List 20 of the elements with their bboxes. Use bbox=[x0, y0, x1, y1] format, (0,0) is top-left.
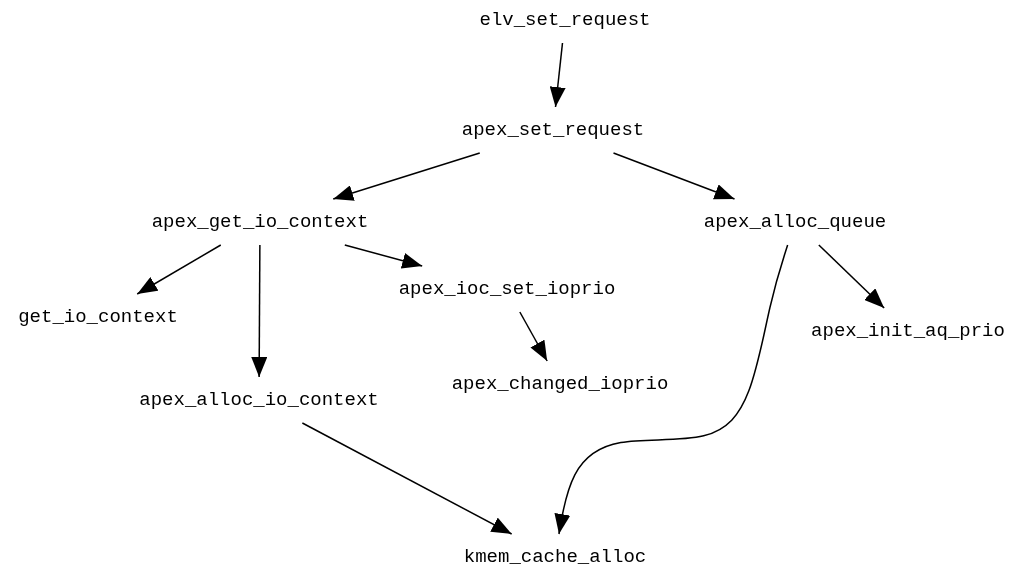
arrow bbox=[136, 244, 222, 295]
arrow bbox=[612, 152, 736, 200]
function-label: apex_set_request bbox=[447, 107, 659, 153]
arrow bbox=[332, 152, 481, 201]
function-label: apex_get_io_context bbox=[137, 199, 383, 245]
arrow bbox=[519, 311, 548, 362]
function-label: get_io_context bbox=[4, 294, 192, 340]
arrow bbox=[344, 244, 423, 269]
function-label: kmem_cache_alloc bbox=[449, 534, 661, 574]
function-label: elv_set_request bbox=[465, 0, 665, 43]
arrow bbox=[549, 42, 566, 108]
arrow bbox=[301, 422, 513, 535]
function-label: apex_init_aq_prio bbox=[797, 308, 1019, 354]
function-label: apex_changed_ioprio bbox=[437, 361, 683, 407]
arrow bbox=[818, 244, 885, 309]
arrow bbox=[554, 244, 789, 535]
function-label: apex_alloc_queue bbox=[689, 199, 901, 245]
arrow bbox=[251, 244, 268, 378]
function-label: apex_ioc_set_ioprio bbox=[384, 266, 630, 312]
function-label: apex_alloc_io_context bbox=[125, 377, 393, 423]
